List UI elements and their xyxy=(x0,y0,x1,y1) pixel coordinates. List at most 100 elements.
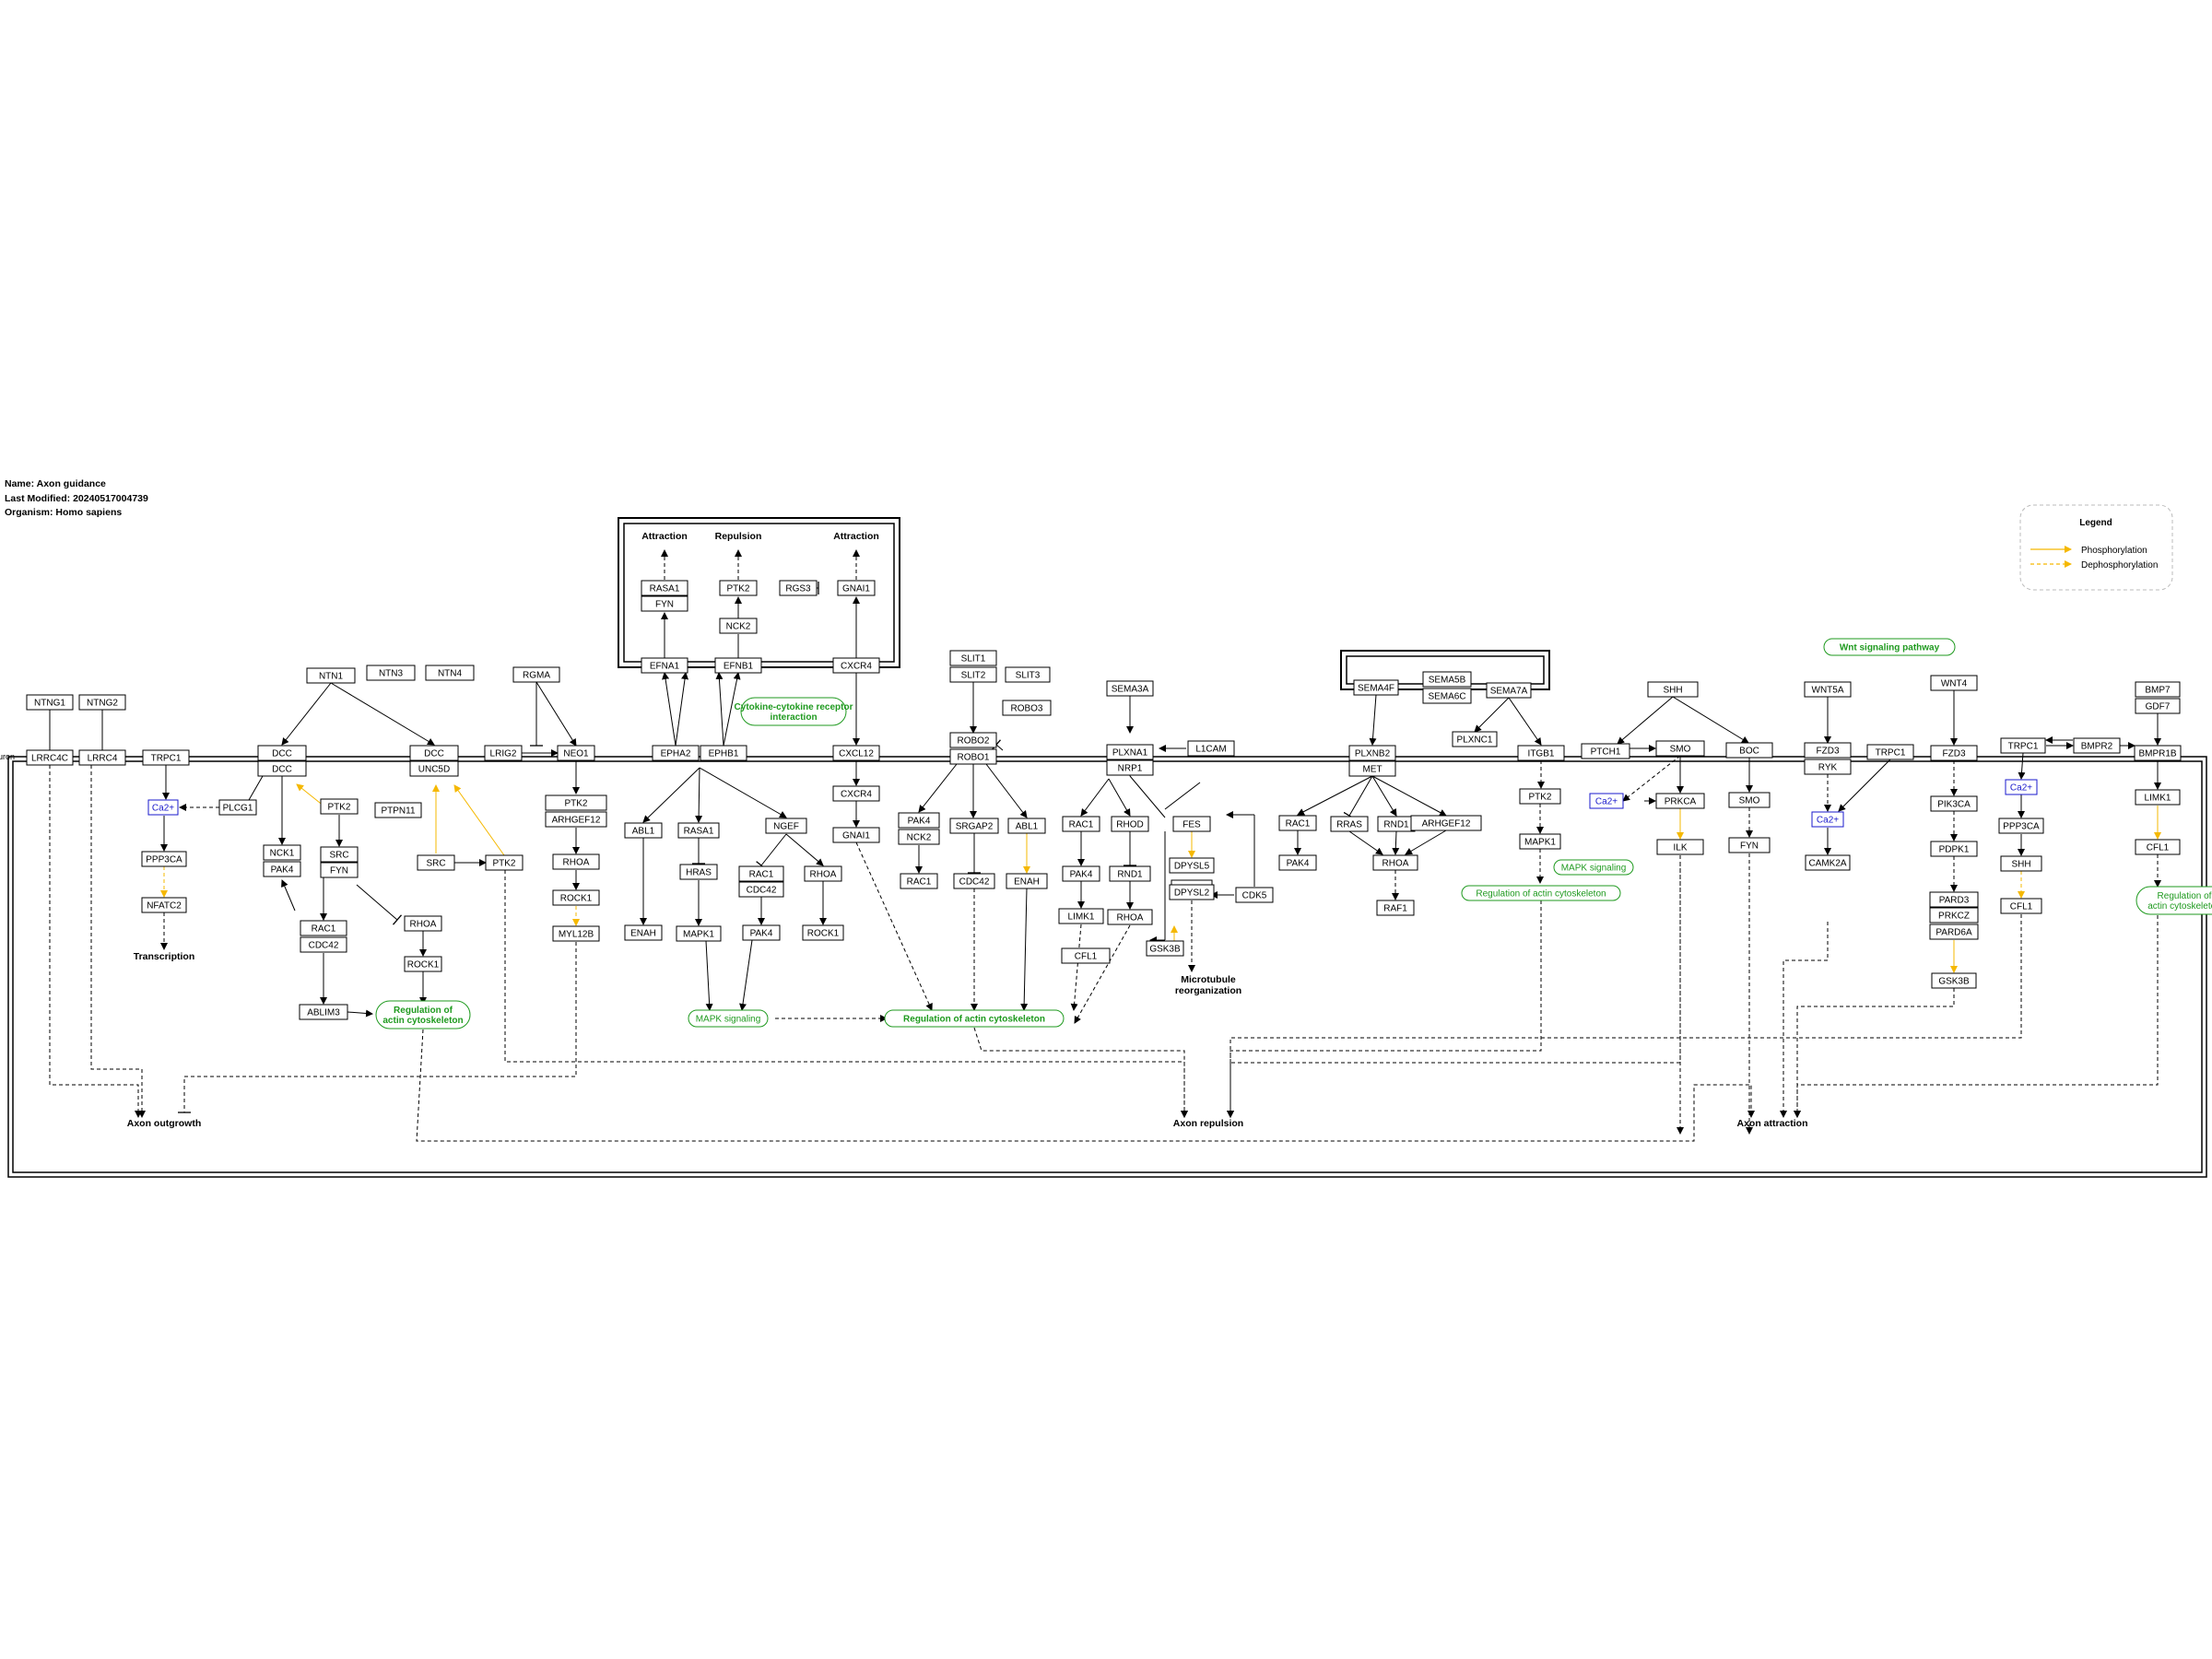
gene-ntn4[interactable]: NTN4 xyxy=(425,665,475,681)
gene-cxcr4[interactable]: CXCR4 xyxy=(832,657,880,674)
gene-abl1[interactable]: ABL1 xyxy=(624,822,663,839)
gene-trpc1[interactable]: TRPC1 xyxy=(2000,737,2046,754)
pathway-regulation-of-actin-cytoskeleton[interactable]: Regulation of actin cytoskeleton xyxy=(1461,885,1621,901)
gene-rock1[interactable]: ROCK1 xyxy=(802,924,844,941)
gene-pak4[interactable]: PAK4 xyxy=(1278,854,1317,871)
pathway-wnt-signaling-pathway[interactable]: Wnt signaling pathway xyxy=(1823,638,1956,656)
gene-cdc42[interactable]: CDC42 xyxy=(953,873,995,889)
gene-rhoa[interactable]: RHOA xyxy=(1372,854,1418,871)
gene-rnd1[interactable]: RND1 xyxy=(1377,816,1416,832)
gene-src[interactable]: SRC xyxy=(417,854,455,871)
gene-rhod[interactable]: RHOD xyxy=(1111,816,1149,832)
gene-cdk5[interactable]: CDK5 xyxy=(1235,887,1274,903)
gene-nck2[interactable]: NCK2 xyxy=(719,618,758,634)
gene-dpysl2[interactable]: DPYSL2 xyxy=(1169,884,1215,900)
gene-gsk3b[interactable]: GSK3B xyxy=(1146,940,1184,957)
gene-mapk1[interactable]: MAPK1 xyxy=(676,925,722,942)
gene-rgs3[interactable]: RGS3 xyxy=(779,580,818,596)
gene-ntn1[interactable]: NTN1 xyxy=(306,667,356,684)
gene-abl1[interactable]: ABL1 xyxy=(1007,818,1046,834)
gene-prkcz[interactable]: PRKCZ xyxy=(1929,907,1979,924)
gene-epha2[interactable]: EPHA2 xyxy=(652,745,700,761)
gene-gnai1[interactable]: GNAI1 xyxy=(837,580,876,596)
gene-prkca[interactable]: PRKCA xyxy=(1655,793,1705,809)
gene-plxna1[interactable]: PLXNA1 xyxy=(1106,744,1154,760)
gene-l1cam[interactable]: L1CAM xyxy=(1187,740,1235,757)
gene-fes[interactable]: FES xyxy=(1172,816,1211,832)
gene-mapk1[interactable]: MAPK1 xyxy=(1519,833,1561,850)
pathway-mapk-signaling[interactable]: MAPK signaling xyxy=(1553,859,1634,876)
gene-smo[interactable]: SMO xyxy=(1728,792,1771,808)
gene-rasa1[interactable]: RASA1 xyxy=(677,822,720,839)
gene-met[interactable]: MET xyxy=(1348,760,1396,777)
gene-pdpk1[interactable]: PDPK1 xyxy=(1930,841,1978,857)
gene-slit1[interactable]: SLIT1 xyxy=(949,650,997,666)
gene-rock1[interactable]: ROCK1 xyxy=(552,889,600,906)
gene-nfatc2[interactable]: NFATC2 xyxy=(141,897,187,913)
gene-dpysl5[interactable]: DPYSL5 xyxy=(1169,857,1215,874)
gene-rras[interactable]: RRAS xyxy=(1330,816,1369,832)
gene-bmp7[interactable]: BMP7 xyxy=(2135,681,2181,698)
gene-ptk2[interactable]: PTK2 xyxy=(545,794,607,811)
gene-dcc[interactable]: DCC xyxy=(409,745,459,761)
gene-sema5b[interactable]: SEMA5B xyxy=(1422,671,1472,688)
pathway-regulation-of-actin-cytoskeleton[interactable]: Regulation of actin cytoskeleton xyxy=(884,1009,1065,1028)
gene-rhoa[interactable]: RHOA xyxy=(404,915,442,932)
gene-pak4[interactable]: PAK4 xyxy=(1062,865,1100,882)
gene-smo[interactable]: SMO xyxy=(1655,740,1705,757)
gene-ptk2[interactable]: PTK2 xyxy=(485,854,524,871)
gene-nck1[interactable]: NCK1 xyxy=(263,844,301,861)
gene-bmpr1b[interactable]: BMPR1B xyxy=(2134,745,2182,761)
gene-cfl1[interactable]: CFL1 xyxy=(1061,947,1111,964)
gene-arhgef12[interactable]: ARHGEF12 xyxy=(1410,815,1482,831)
gene-ptpn11[interactable]: PTPN11 xyxy=(374,802,422,818)
gene-pak4[interactable]: PAK4 xyxy=(742,924,781,941)
gene-fyn[interactable]: FYN xyxy=(641,595,688,612)
gene-ilk[interactable]: ILK xyxy=(1656,839,1704,855)
gene-camk2a[interactable]: CAMK2A xyxy=(1805,854,1851,871)
gene-rac1[interactable]: RAC1 xyxy=(738,865,784,882)
gene-hras[interactable]: HRAS xyxy=(679,864,718,880)
gene-fzd3[interactable]: FZD3 xyxy=(1804,742,1852,759)
gene-ca2plus[interactable]: Ca2+ xyxy=(2005,779,2038,795)
gene-srgap2[interactable]: SRGAP2 xyxy=(949,818,999,834)
gene-ca2plus[interactable]: Ca2+ xyxy=(1811,811,1844,828)
gene-slit3[interactable]: SLIT3 xyxy=(1005,666,1051,683)
gene-ntng2[interactable]: NTNG2 xyxy=(78,694,126,711)
gene-enah[interactable]: ENAH xyxy=(624,924,663,941)
gene-dcc[interactable]: DCC xyxy=(257,745,307,761)
gene-ablim3[interactable]: ABLIM3 xyxy=(299,1004,348,1020)
gene-trpc1[interactable]: TRPC1 xyxy=(1866,744,1914,760)
gene-fzd3[interactable]: FZD3 xyxy=(1930,745,1978,761)
gene-sema3a[interactable]: SEMA3A xyxy=(1106,680,1154,697)
gene-nrp1[interactable]: NRP1 xyxy=(1106,759,1154,776)
gene-cxcl12[interactable]: CXCL12 xyxy=(832,745,880,761)
gene-nck2[interactable]: NCK2 xyxy=(898,829,940,845)
gene-sema6c[interactable]: SEMA6C xyxy=(1422,688,1472,704)
gene-src[interactable]: SRC xyxy=(320,846,359,863)
gene-ephb1[interactable]: EPHB1 xyxy=(700,745,747,761)
gene-raf1[interactable]: RAF1 xyxy=(1376,900,1415,916)
gene-rasa1[interactable]: RASA1 xyxy=(641,580,688,596)
gene-ptk2[interactable]: PTK2 xyxy=(320,798,359,815)
gene-pak4[interactable]: PAK4 xyxy=(263,861,301,877)
gene-rock1[interactable]: ROCK1 xyxy=(404,956,442,972)
gene-pard3[interactable]: PARD3 xyxy=(1929,891,1979,908)
gene-plxnc1[interactable]: PLXNC1 xyxy=(1452,731,1498,747)
gene-ntng1[interactable]: NTNG1 xyxy=(26,694,74,711)
gene-cxcr4[interactable]: CXCR4 xyxy=(832,785,880,802)
gene-rac1[interactable]: RAC1 xyxy=(1278,815,1317,831)
gene-gnai1[interactable]: GNAI1 xyxy=(832,827,880,843)
gene-ppp3ca[interactable]: PPP3CA xyxy=(141,851,187,867)
gene-lrig2[interactable]: LRIG2 xyxy=(484,745,523,761)
gene-limk1[interactable]: LIMK1 xyxy=(1058,908,1104,924)
gene-rac1[interactable]: RAC1 xyxy=(900,873,938,889)
gene-efna1[interactable]: EFNA1 xyxy=(641,657,688,674)
gene-ptk2[interactable]: PTK2 xyxy=(719,580,758,596)
gene-bmpr2[interactable]: BMPR2 xyxy=(2073,737,2121,754)
gene-cdc42[interactable]: CDC42 xyxy=(738,881,784,898)
gene-wnt5a[interactable]: WNT5A xyxy=(1804,681,1852,698)
gene-ca2plus[interactable]: Ca2+ xyxy=(1589,793,1624,809)
